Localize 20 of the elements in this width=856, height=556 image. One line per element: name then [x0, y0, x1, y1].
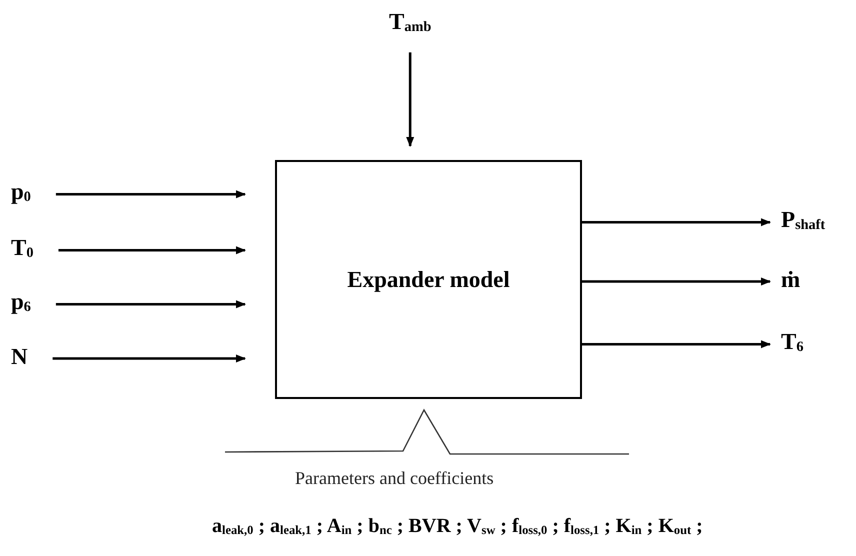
variable-label: T$_{6}$: [780, 328, 804, 356]
arrow: [582, 218, 771, 226]
parameter-list: a$_{leak,0}$ ; a$_{leak,1}$ ; A$_{in}$ ; b$_{nc}$ ; BVR ; V$_{sw}$ ; f$_{loss,0}$ ; f$_{loss,1}$ ; K$_{in}$ ; K$_{out}$ ;: [212, 515, 703, 538]
arrow: [56, 300, 246, 308]
variable-label: p$_{0}$: [10, 178, 32, 206]
arrow: [56, 190, 246, 198]
variable-label: ṁ: [780, 266, 802, 293]
arrow: [52, 354, 246, 362]
variable-label: p$_{6}$: [10, 288, 32, 316]
variable-label: T$_{0}$: [10, 234, 34, 262]
variable-label: N: [10, 343, 29, 370]
model-box: [275, 160, 582, 399]
variable-label: T$_{amb}$: [388, 8, 432, 36]
variable-label: P$_{shaft}$: [780, 206, 826, 234]
arrow: [582, 278, 771, 286]
model-title: Expander model: [347, 266, 510, 292]
arrow: [406, 52, 414, 147]
arrow: [582, 340, 771, 348]
arrow: [58, 246, 246, 254]
caption-text: Parameters and coefficients: [295, 468, 494, 489]
